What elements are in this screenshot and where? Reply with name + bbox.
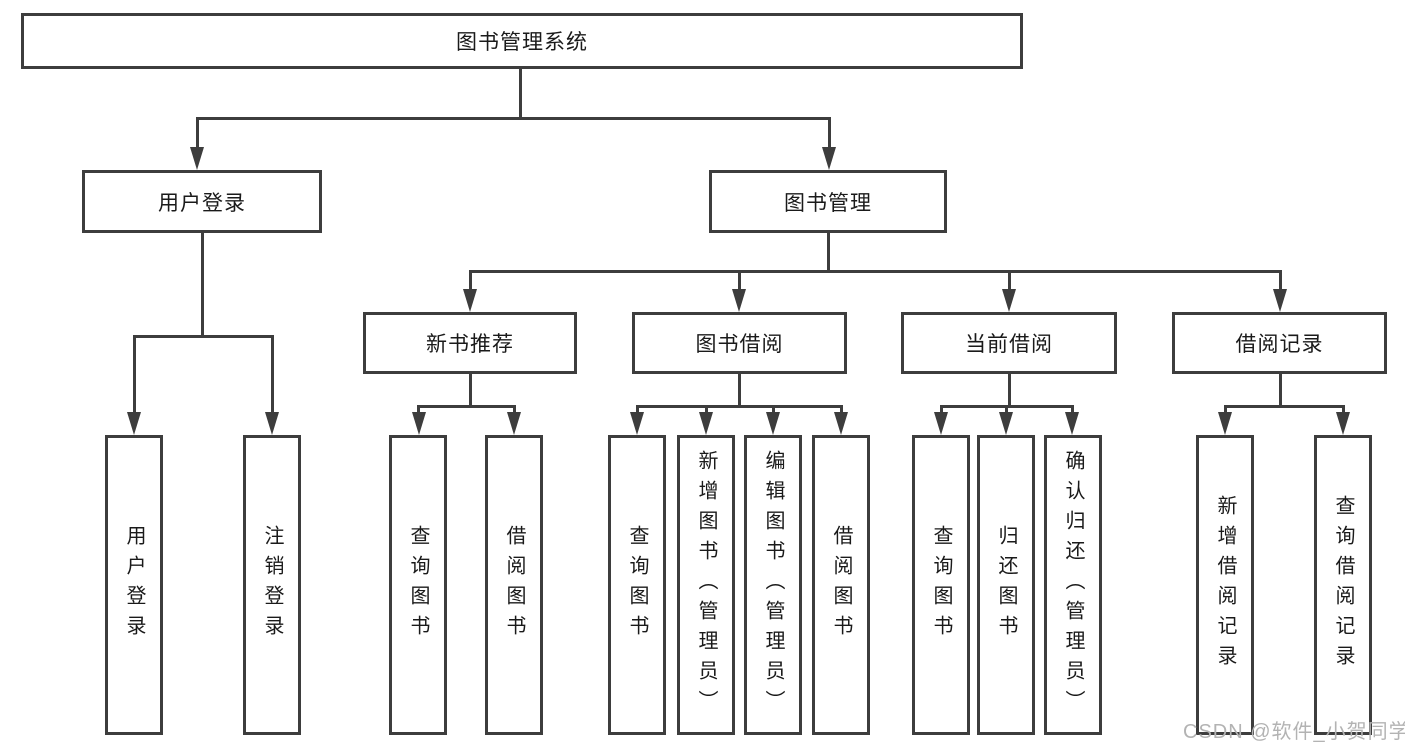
node-label: 用户登录 xyxy=(158,191,246,215)
connector-segment xyxy=(468,270,472,292)
arrow-down-icon xyxy=(732,289,746,312)
leaf-logout: 注销登录 xyxy=(243,435,301,735)
arrow-down-icon xyxy=(190,147,204,170)
arrow-down-icon xyxy=(463,289,477,312)
arrow-down-icon xyxy=(265,412,279,435)
connector-segment xyxy=(195,117,199,150)
leaf-confirm-return-admin: 确认归还（管理员） xyxy=(1044,435,1102,735)
node-label: 图书管理系统 xyxy=(456,31,588,54)
node-label: 当前借阅 xyxy=(965,333,1053,356)
leaf-label: 归还图书 xyxy=(995,525,1017,645)
connector-segment xyxy=(1278,270,1282,292)
connector-segment xyxy=(1341,405,1345,415)
connector-segment xyxy=(270,335,274,414)
node-label: 图书管理 xyxy=(784,191,872,215)
connector-segment xyxy=(1007,270,1011,292)
arrow-down-icon xyxy=(127,412,141,435)
leaf-add-borrow-record: 新增借阅记录 xyxy=(1196,435,1254,735)
connector-segment xyxy=(1223,405,1227,415)
connector-segment xyxy=(1070,405,1074,415)
arrow-down-icon xyxy=(699,412,713,435)
node-book-management: 图书管理 xyxy=(709,170,947,233)
leaf-return-books: 归还图书 xyxy=(977,435,1035,735)
arrow-down-icon xyxy=(1273,289,1287,312)
arrow-down-icon xyxy=(411,412,426,435)
connector-segment xyxy=(635,405,843,408)
leaf-label: 新增图书（管理员） xyxy=(695,450,717,720)
connector-segment xyxy=(1007,374,1011,408)
leaf-label: 查询图书 xyxy=(626,525,648,645)
connector-segment xyxy=(468,270,1282,273)
arrow-down-icon xyxy=(1336,412,1350,435)
node-label: 图书借阅 xyxy=(695,333,784,356)
arrow-down-icon xyxy=(507,412,521,435)
node-new-book-recommendation: 新书推荐 xyxy=(363,312,577,374)
arrow-down-icon xyxy=(934,412,948,435)
connector-segment xyxy=(1278,374,1282,408)
leaf-query-books-current: 查询图书 xyxy=(912,435,970,735)
node-label: 借阅记录 xyxy=(1235,333,1324,356)
leaf-label: 确认归还（管理员） xyxy=(1062,450,1084,720)
arrow-down-icon xyxy=(1002,289,1016,312)
leaf-label: 查询图书 xyxy=(930,525,952,645)
node-current-borrowing: 当前借阅 xyxy=(901,312,1117,374)
leaf-query-books-recommend: 查询图书 xyxy=(389,435,447,735)
leaf-borrow-books-recommend: 借阅图书 xyxy=(485,435,543,735)
leaf-label: 用户登录 xyxy=(123,525,145,645)
arrow-down-icon xyxy=(766,412,780,435)
connector-segment xyxy=(771,405,775,415)
node-user-login: 用户登录 xyxy=(82,170,322,233)
connector-segment xyxy=(1223,405,1345,408)
arrow-down-icon xyxy=(834,412,848,435)
leaf-edit-book-admin: 编辑图书（管理员） xyxy=(744,435,802,735)
connector-segment xyxy=(417,405,516,408)
leaf-user-login: 用户登录 xyxy=(105,435,163,735)
arrow-down-icon xyxy=(822,147,836,170)
connector-segment xyxy=(737,270,741,292)
leaf-query-books-borrowing: 查询图书 xyxy=(608,435,666,735)
leaf-label: 查询借阅记录 xyxy=(1332,495,1354,675)
node-label: 新书推荐 xyxy=(426,333,514,356)
connector-segment xyxy=(704,405,708,415)
connector-segment xyxy=(512,405,516,415)
leaf-label: 查询图书 xyxy=(407,525,429,645)
leaf-borrow-books-borrowing: 借阅图书 xyxy=(812,435,870,735)
connector-segment xyxy=(939,405,943,415)
connector-segment xyxy=(417,405,420,415)
leaf-label: 编辑图书（管理员） xyxy=(762,450,784,720)
arrow-down-icon xyxy=(999,412,1013,435)
leaf-query-borrow-record: 查询借阅记录 xyxy=(1314,435,1372,735)
connector-segment xyxy=(195,117,831,120)
connector-segment xyxy=(635,405,639,415)
connector-segment xyxy=(827,117,831,150)
leaf-label: 借阅图书 xyxy=(503,525,525,645)
connector-segment xyxy=(826,233,830,273)
csdn-watermark: CSDN @软件_小贺同学 xyxy=(1183,721,1405,743)
node-borrowing-records: 借阅记录 xyxy=(1172,312,1387,374)
connector-segment xyxy=(132,335,274,338)
connector-segment xyxy=(839,405,843,415)
connector-segment xyxy=(132,335,136,414)
node-library-management-system: 图书管理系统 xyxy=(21,13,1023,69)
arrow-down-icon xyxy=(630,412,644,435)
connector-segment xyxy=(468,374,472,408)
node-book-borrowing: 图书借阅 xyxy=(632,312,847,374)
arrow-down-icon xyxy=(1065,412,1079,435)
leaf-label: 借阅图书 xyxy=(830,525,852,645)
connector-segment xyxy=(518,68,522,120)
connector-segment xyxy=(200,233,204,337)
leaf-label: 新增借阅记录 xyxy=(1214,495,1236,675)
arrow-down-icon xyxy=(1218,412,1232,435)
connector-segment xyxy=(737,374,741,408)
leaf-label: 注销登录 xyxy=(261,525,283,645)
leaf-add-book-admin: 新增图书（管理员） xyxy=(677,435,735,735)
connector-segment xyxy=(1004,405,1008,415)
